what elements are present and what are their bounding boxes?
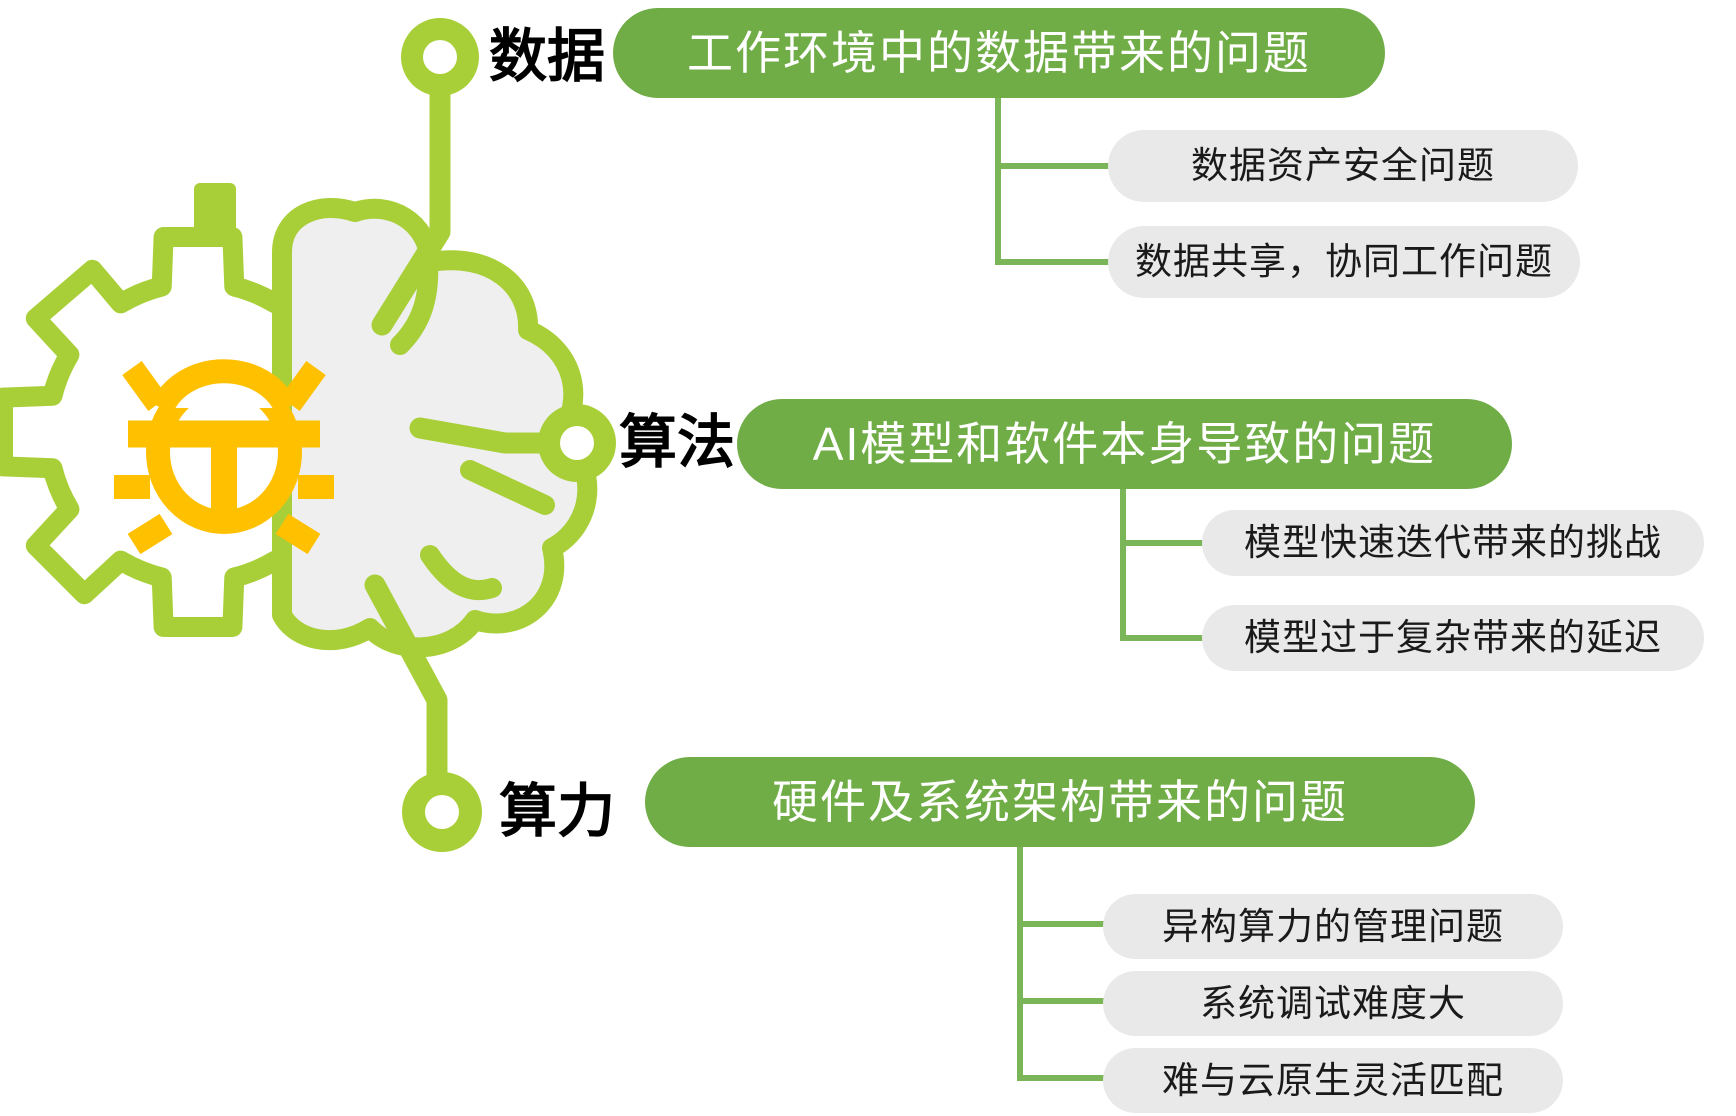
circuit-stems <box>364 85 551 786</box>
compute-node-ring <box>402 772 482 852</box>
stem-to-data-node <box>371 85 451 336</box>
subtopic-pill: 模型过于复杂带来的延迟 <box>1202 605 1704 671</box>
branch-label-data: 数据 <box>488 24 605 89</box>
connector-line <box>995 259 1111 265</box>
connector-line <box>995 163 1111 169</box>
data-node-ring <box>401 18 479 96</box>
stem-to-algorithm-node <box>409 417 551 454</box>
subtopic-pill: 难与云原生灵活匹配 <box>1103 1048 1563 1113</box>
bug-icon <box>114 359 334 555</box>
branch-label-algorithm: 算法 <box>618 410 735 475</box>
connector-line <box>1017 1075 1106 1081</box>
connector-line <box>1120 540 1205 546</box>
connector-line <box>995 98 1001 265</box>
connector-line <box>1017 847 1023 1081</box>
stem-to-compute-node <box>364 574 448 786</box>
connector-line <box>1120 489 1126 641</box>
connector-line <box>1017 921 1106 927</box>
topic-pill-data: 工作环境中的数据带来的问题 <box>613 8 1385 98</box>
topic-pill-compute: 硬件及系统架构带来的问题 <box>645 757 1475 847</box>
branch-node-rings <box>401 18 616 852</box>
algorithm-node-ring <box>538 404 616 482</box>
subtopic-pill: 数据共享，协同工作问题 <box>1108 226 1580 298</box>
subtopic-pill: 系统调试难度大 <box>1103 971 1563 1036</box>
connector-line <box>1120 635 1205 641</box>
subtopic-pill: 模型快速迭代带来的挑战 <box>1202 510 1704 576</box>
connector-line <box>1017 998 1106 1004</box>
subtopic-pill: 异构算力的管理问题 <box>1103 894 1563 959</box>
topic-pill-algorithm: AI模型和软件本身导致的问题 <box>737 399 1512 489</box>
branch-label-compute: 算力 <box>498 779 615 844</box>
subtopic-pill: 数据资产安全问题 <box>1108 130 1578 202</box>
